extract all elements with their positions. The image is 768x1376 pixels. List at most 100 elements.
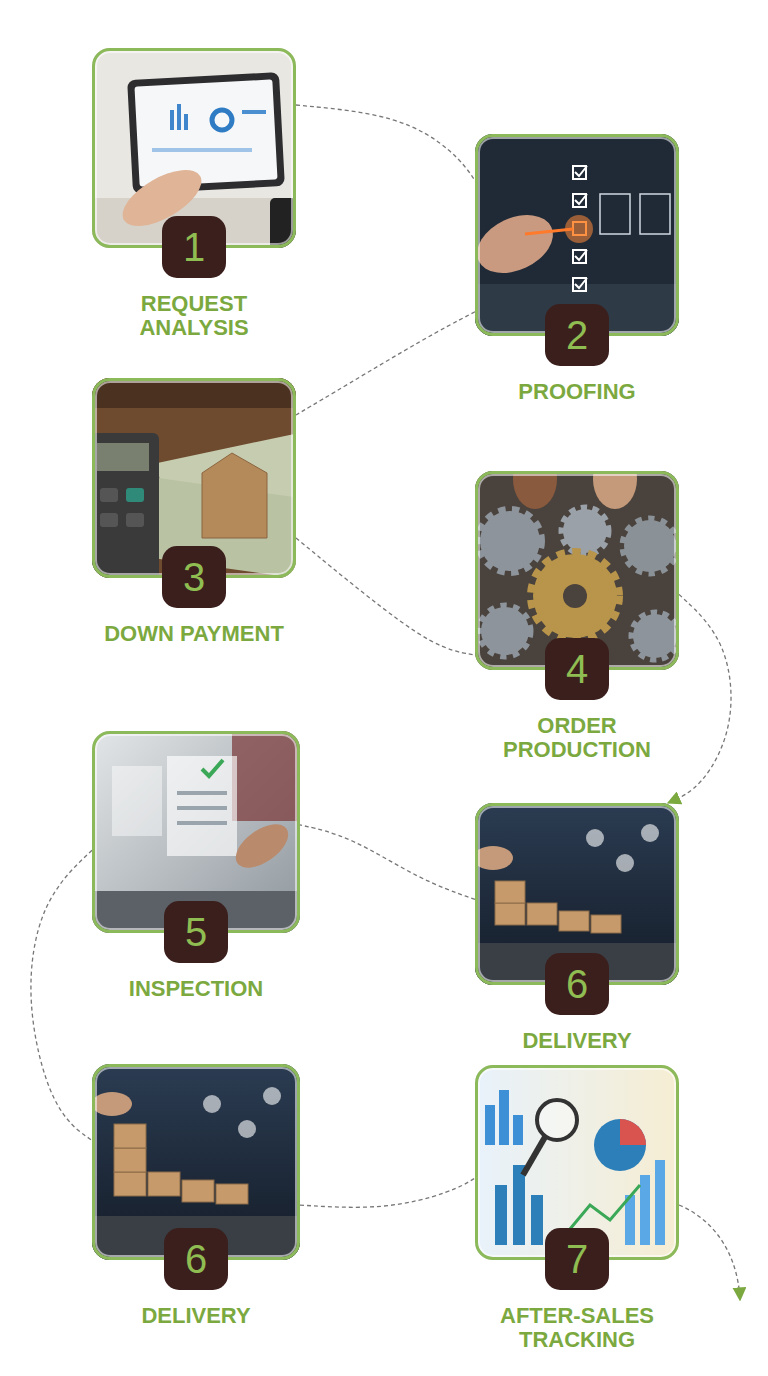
chart-bar bbox=[499, 1090, 509, 1145]
screen-line bbox=[152, 148, 252, 152]
step-label: ORDER PRODUCTION bbox=[485, 714, 670, 762]
chart-bar bbox=[531, 1195, 543, 1245]
step-badge: 1 bbox=[162, 216, 226, 278]
doc-icon bbox=[640, 194, 670, 234]
hand bbox=[475, 846, 513, 870]
check-mark bbox=[202, 760, 223, 776]
step-tile: DOWN PAYMENT3 bbox=[92, 378, 296, 578]
step-tile: PROOFING2 bbox=[475, 134, 679, 336]
gear bbox=[624, 520, 676, 572]
step-tile: ORDER PRODUCTION4 bbox=[475, 471, 679, 670]
doc-panel bbox=[112, 766, 162, 836]
pie-slice bbox=[620, 1119, 646, 1145]
gear bbox=[563, 509, 607, 553]
dashed-connector bbox=[31, 850, 92, 1140]
gear bbox=[481, 607, 529, 655]
parcel bbox=[495, 881, 525, 903]
step-label: AFTER-SALES TRACKING bbox=[485, 1304, 670, 1352]
calculator-key bbox=[100, 488, 118, 502]
calculator-screen bbox=[97, 443, 149, 471]
step-badge: 7 bbox=[545, 1228, 609, 1290]
parcel bbox=[148, 1172, 180, 1196]
calculator bbox=[92, 433, 159, 578]
screen-bar bbox=[184, 114, 188, 130]
step-number: 6 bbox=[185, 1239, 207, 1279]
network-icon bbox=[263, 1087, 281, 1105]
chart-bar bbox=[513, 1165, 525, 1245]
step-label: REQUEST ANALYSIS bbox=[102, 292, 287, 340]
tablet-screen bbox=[134, 79, 277, 186]
screen-bar bbox=[170, 110, 174, 130]
hand bbox=[228, 816, 296, 877]
parcel bbox=[182, 1180, 214, 1202]
gear bbox=[480, 511, 540, 571]
step-badge: 6 bbox=[164, 1228, 228, 1290]
doc-panel bbox=[167, 756, 237, 856]
network-icon bbox=[641, 824, 659, 842]
dashed-connector bbox=[296, 105, 475, 180]
parcel bbox=[114, 1172, 146, 1196]
doc-line bbox=[177, 806, 227, 810]
chart-bar bbox=[655, 1160, 665, 1245]
doc-line bbox=[177, 791, 227, 795]
step-badge: 4 bbox=[545, 638, 609, 700]
wood-shade bbox=[92, 378, 296, 408]
parcel bbox=[216, 1184, 248, 1204]
magnifier bbox=[537, 1100, 577, 1140]
step-tile: AFTER-SALES TRACKING7 bbox=[475, 1065, 679, 1260]
parcel bbox=[114, 1148, 146, 1172]
parcel bbox=[591, 915, 621, 933]
hand bbox=[475, 204, 562, 285]
exit-arrow bbox=[679, 1205, 740, 1300]
hand bbox=[593, 471, 637, 509]
dashed-connector bbox=[296, 538, 475, 655]
step-number: 6 bbox=[566, 964, 588, 1004]
step-number: 1 bbox=[183, 227, 205, 267]
calculator-key bbox=[126, 513, 144, 527]
screen-line bbox=[242, 110, 266, 114]
pen-light bbox=[525, 229, 573, 234]
step-label: DELIVERY bbox=[104, 1304, 289, 1328]
screen-donut bbox=[212, 110, 232, 130]
dashed-connector bbox=[300, 825, 475, 900]
magnifier-handle bbox=[523, 1137, 545, 1175]
step-badge: 6 bbox=[545, 953, 609, 1015]
step-tile: DELIVERY6 bbox=[475, 803, 679, 985]
chart-bar bbox=[513, 1115, 523, 1145]
chart-bar bbox=[485, 1105, 495, 1145]
hand bbox=[513, 471, 557, 509]
step-label: INSPECTION bbox=[104, 977, 289, 1001]
step-number: 5 bbox=[185, 912, 207, 952]
network-icon bbox=[616, 854, 634, 872]
step-number: 7 bbox=[566, 1239, 588, 1279]
step-number: 3 bbox=[183, 557, 205, 597]
gear bbox=[633, 614, 677, 658]
network-icon bbox=[586, 829, 604, 847]
step-tile: REQUEST ANALYSIS1 bbox=[92, 48, 296, 248]
step-badge: 3 bbox=[162, 546, 226, 608]
gold-gear bbox=[533, 554, 617, 638]
gear-hole bbox=[563, 584, 587, 608]
chart-bar bbox=[495, 1185, 507, 1245]
background-person bbox=[232, 731, 300, 821]
parcel bbox=[527, 903, 557, 925]
step-label: DOWN PAYMENT bbox=[102, 622, 287, 646]
doc-line bbox=[177, 821, 227, 825]
phone bbox=[270, 198, 296, 248]
step-tile: INSPECTION5 bbox=[92, 731, 300, 933]
dashed-connector bbox=[300, 1178, 475, 1207]
step-label: PROOFING bbox=[485, 380, 670, 404]
calculator-key bbox=[126, 488, 144, 502]
pie-chart bbox=[594, 1119, 646, 1171]
network-icon bbox=[203, 1095, 221, 1113]
step-label: DELIVERY bbox=[485, 1029, 670, 1053]
parcel bbox=[495, 903, 525, 925]
step-number: 2 bbox=[566, 315, 588, 355]
dashed-connector bbox=[296, 312, 475, 415]
step-tile: DELIVERY6 bbox=[92, 1064, 300, 1260]
parcel bbox=[559, 911, 589, 931]
screen-bar bbox=[177, 104, 181, 130]
